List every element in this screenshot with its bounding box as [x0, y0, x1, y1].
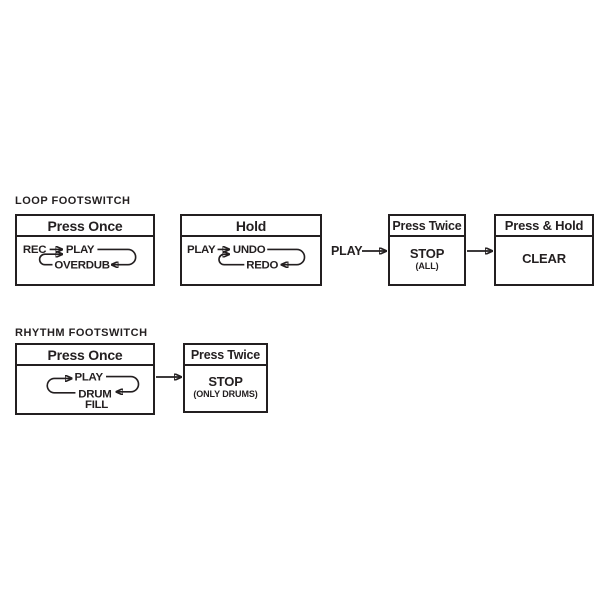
box-body: STOP (ONLY DRUMS): [185, 366, 266, 407]
box-header: Hold: [182, 216, 320, 237]
rec-node-label: REC: [23, 244, 46, 256]
rec-play-overdub-cycle-diagram: REC PLAY OVERDUB: [23, 244, 137, 272]
play-node-label: PLAY: [187, 244, 216, 256]
play-to-overdub-arrow-icon: [97, 248, 137, 264]
box-header: Press Twice: [390, 216, 464, 237]
box-body: REC PLAY OVERDUB: [17, 237, 153, 280]
stop-action-label: STOP: [208, 373, 243, 389]
loop-press-and-hold-box: Press & Hold CLEAR: [494, 214, 594, 286]
play-drumfill-cycle-diagram: PLAY DRUM FILL: [46, 371, 140, 409]
undo-to-redo-arrow-icon: [267, 248, 306, 264]
rhythm-play-to-stop-arrow-icon: [156, 371, 183, 383]
rhythm-press-twice-box: Press Twice STOP (ONLY DRUMS): [183, 343, 268, 413]
box-header: Press Twice: [185, 345, 266, 366]
loop-hold-box: Hold PLAY UNDO REDO: [180, 214, 322, 286]
stop-scope-label: (ONLY DRUMS): [193, 388, 258, 399]
box-body: CLEAR: [496, 237, 592, 280]
rhythm-press-once-box: Press Once PLAY DRUM FILL: [15, 343, 155, 415]
box-header: Press Once: [17, 345, 153, 366]
play-undo-redo-cycle-diagram: PLAY UNDO REDO: [187, 244, 306, 272]
drum-node-label: DRUM: [78, 389, 111, 401]
play-node-label: PLAY: [74, 371, 103, 383]
loop-press-twice-box: Press Twice STOP (ALL): [388, 214, 466, 286]
undo-node-label: UNDO: [233, 244, 266, 256]
rhythm-footswitch-label: RHYTHM FOOTSWITCH: [15, 327, 148, 339]
play-to-drumfill-arrow-icon: [106, 375, 140, 392]
clear-action-label: CLEAR: [522, 251, 566, 266]
redo-node-label: REDO: [246, 260, 278, 272]
fill-node-label: FILL: [85, 399, 108, 409]
box-header: Press & Hold: [496, 216, 592, 237]
redo-to-undo-return-arrow-icon: [218, 254, 245, 266]
box-body: PLAY UNDO REDO: [182, 237, 320, 280]
play-node-label: PLAY: [66, 244, 95, 256]
play-state-label: PLAY: [331, 244, 363, 258]
stop-scope-label: (ALL): [415, 260, 439, 271]
play-to-stop-arrow-icon: [362, 245, 388, 257]
loop-press-once-box: Press Once REC PLAY OVERDUB: [15, 214, 155, 286]
box-header: Press Once: [17, 216, 153, 237]
box-body: PLAY DRUM FILL: [17, 366, 153, 409]
drumfill-to-play-return-arrow-icon: [46, 378, 76, 394]
stop-action-label: STOP: [409, 245, 445, 261]
stop-to-clear-arrow-icon: [467, 245, 494, 257]
overdub-to-play-return-arrow-icon: [38, 254, 62, 266]
loop-footswitch-label: LOOP FOOTSWITCH: [15, 195, 131, 207]
overdub-node-label: OVERDUB: [54, 260, 109, 272]
box-body: STOP (ALL): [390, 237, 464, 280]
